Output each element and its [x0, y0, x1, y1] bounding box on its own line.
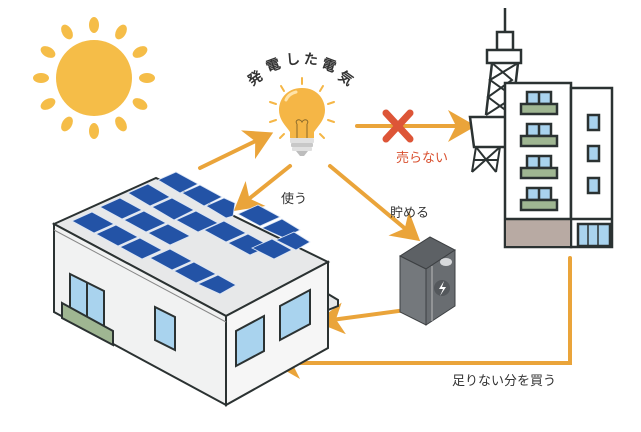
- arrows: [198, 110, 572, 379]
- arrow-battery-to-house: [316, 302, 408, 335]
- buy-shortfall-label: 足りない分を買う: [452, 374, 557, 389]
- cross-icon: [382, 109, 414, 143]
- title-arc-char: し: [285, 51, 301, 69]
- arrow-panels-to-bulb: [198, 130, 274, 170]
- use-label: 使う: [281, 192, 308, 207]
- sun-icon: [33, 17, 155, 139]
- dont-sell-label: 売らない: [396, 151, 449, 166]
- arrow-bulb-to-house: [233, 164, 292, 211]
- solar-panels-icon: [71, 171, 311, 295]
- arrow-grid-to-house: [272, 256, 572, 379]
- store-label: 貯める: [390, 206, 430, 221]
- storage-battery-icon: [398, 236, 456, 326]
- title-arc-char: た: [303, 51, 319, 69]
- arrow-bulb-to-battery: [328, 164, 421, 242]
- power-grid-icon: [468, 8, 614, 249]
- light-bulb-icon: [269, 77, 335, 156]
